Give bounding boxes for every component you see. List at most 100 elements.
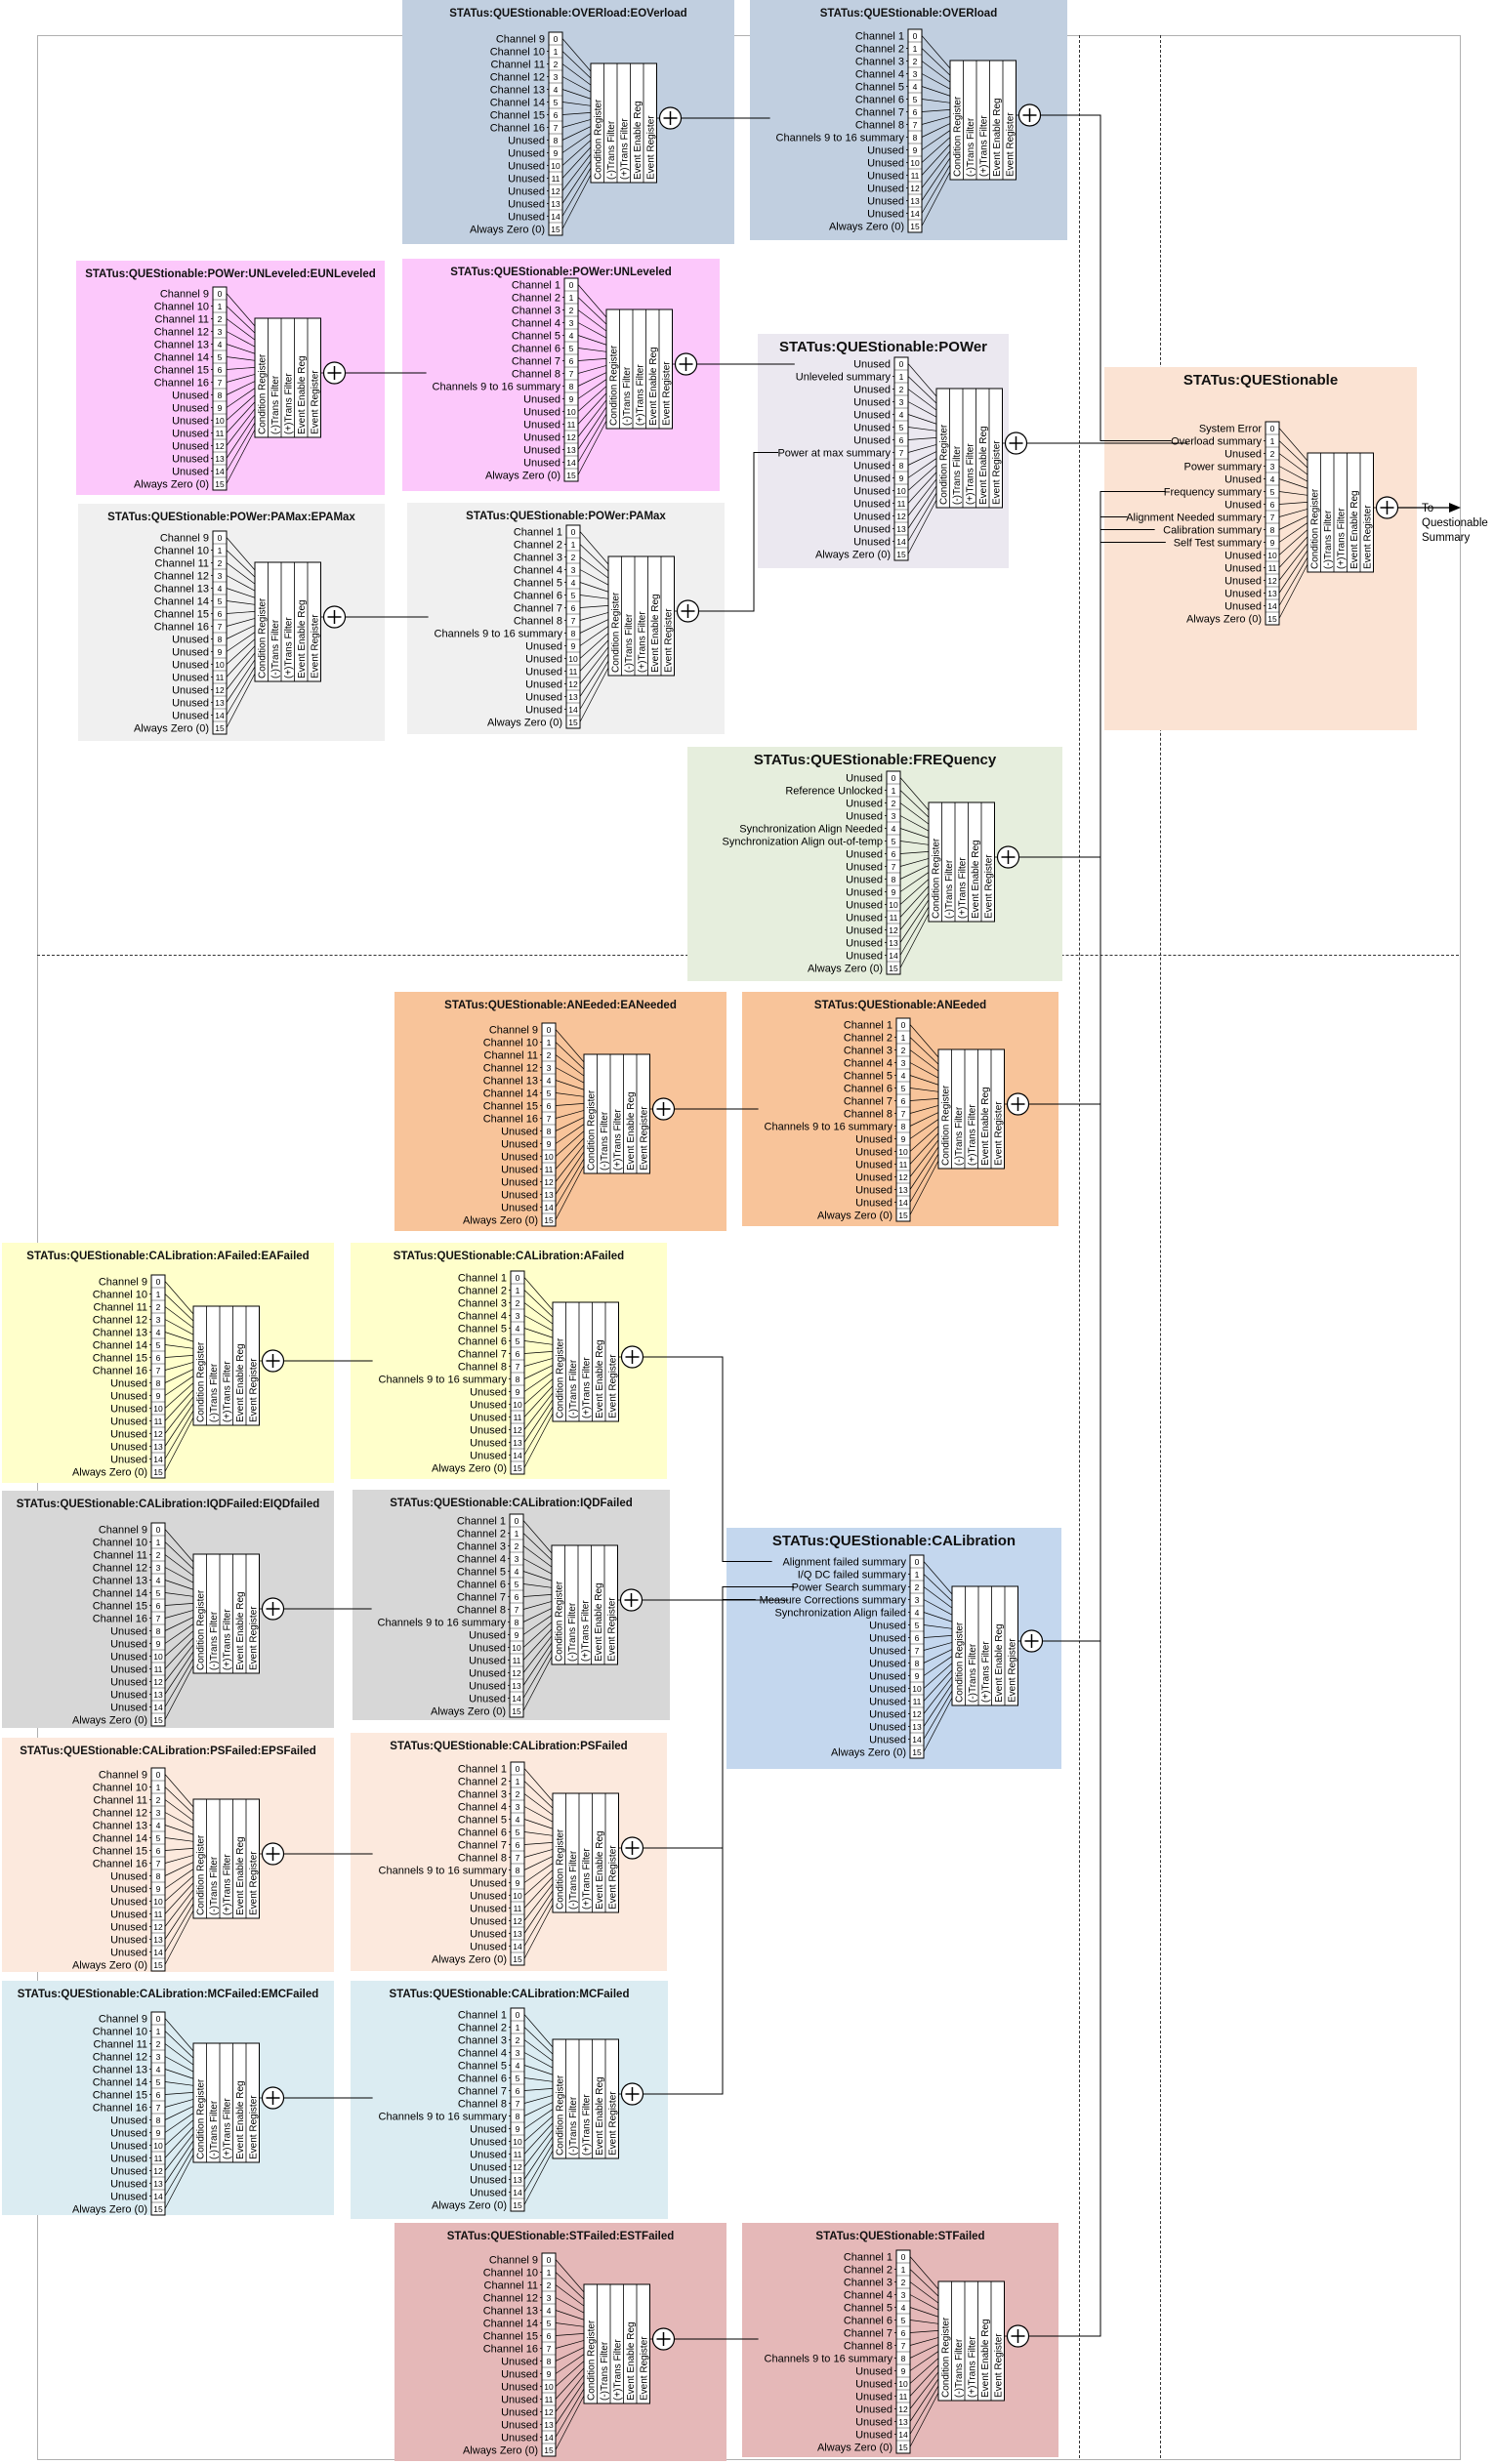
bit-number: 2 xyxy=(554,60,559,69)
bit-label: Power Search summary xyxy=(792,1582,907,1594)
bit-label: Unused xyxy=(110,2154,147,2165)
fan-line xyxy=(523,1863,554,1883)
bit-label: Channel 10 xyxy=(93,1783,147,1794)
bit-number: 2 xyxy=(516,1298,520,1308)
fan-line xyxy=(523,1406,554,1456)
bit-number: 12 xyxy=(153,2166,163,2176)
fan-line xyxy=(909,2337,939,2346)
bit-number: 10 xyxy=(544,1152,554,1162)
bit-number: 11 xyxy=(216,673,225,682)
fan-line xyxy=(1278,556,1308,606)
fan-line xyxy=(555,2310,585,2320)
bit-number: 8 xyxy=(901,1122,906,1131)
bit-number: 2 xyxy=(218,558,223,568)
bit-label: Unused xyxy=(469,1694,506,1705)
fan-line xyxy=(226,422,256,472)
output-label: Summary xyxy=(1422,532,1470,544)
register-column-label: (-)Trans Filter xyxy=(944,859,955,919)
fan-line xyxy=(555,1092,585,1097)
register-column-label: Event Register xyxy=(1005,112,1016,177)
bit-number: 8 xyxy=(899,461,904,471)
fan-line xyxy=(577,322,607,339)
fan-line xyxy=(921,123,951,138)
bit-label: System Error xyxy=(1199,424,1263,435)
fan-line xyxy=(555,1137,585,1170)
block-title: STATus:QUEStionable:STFailed xyxy=(815,2231,984,2242)
fan-line xyxy=(907,485,937,529)
bit-number: 7 xyxy=(516,1362,520,1372)
fan-line xyxy=(226,537,256,571)
fan-line xyxy=(164,1580,194,1590)
bit-number: 3 xyxy=(156,1315,161,1325)
panel-overload-ext xyxy=(402,0,734,244)
bit-label: Unused xyxy=(110,1442,147,1454)
fan-line xyxy=(561,63,592,86)
bit-number: 8 xyxy=(547,1127,552,1136)
bit-number: 11 xyxy=(154,1664,163,1674)
fan-line xyxy=(522,1615,553,1635)
bit-label: Channel 1 xyxy=(458,1764,507,1776)
bit-label: Channel 3 xyxy=(855,57,904,68)
bit-label: Channel 16 xyxy=(93,1614,147,1625)
fan-line xyxy=(523,1290,554,1318)
bit-label: Channel 15 xyxy=(154,365,209,377)
bit-number: 12 xyxy=(153,1922,163,1932)
bit-number: 9 xyxy=(547,2369,552,2379)
register-column-label: Event Register xyxy=(983,854,994,919)
fan-line xyxy=(909,1119,939,1139)
bit-label: Unused xyxy=(172,416,209,428)
bit-number: 8 xyxy=(156,2115,161,2125)
bit-number: 0 xyxy=(516,1764,520,1774)
fan-line xyxy=(523,2088,554,2091)
fan-line xyxy=(164,1903,194,1952)
bit-label: Unused xyxy=(110,2128,147,2140)
fan-line xyxy=(579,633,609,659)
bit-number: 10 xyxy=(898,2379,908,2389)
fan-line xyxy=(522,1583,553,1588)
panel-stfailed-ext xyxy=(394,2223,726,2461)
fan-line xyxy=(909,1139,939,1177)
fan-line xyxy=(899,828,930,839)
bit-number: 1 xyxy=(516,1777,520,1786)
bit-number: 13 xyxy=(910,196,920,206)
bit-number: 1 xyxy=(516,2023,520,2033)
panel-afailed xyxy=(351,1243,667,1479)
register-column-label: Condition Register xyxy=(555,1828,565,1910)
fan-line xyxy=(226,652,256,690)
bit-label: Channel 3 xyxy=(457,1541,506,1553)
bit-number: 2 xyxy=(156,1795,161,1805)
register-column-label: Event Enable Reg xyxy=(595,1339,605,1418)
register-column-label: (-)Trans Filter xyxy=(270,619,281,678)
bit-number: 5 xyxy=(571,591,576,600)
fan-line xyxy=(164,1837,194,1842)
bit-label: Channel 11 xyxy=(484,2280,538,2292)
fan-line xyxy=(164,1319,194,1335)
bit-number: 0 xyxy=(1270,424,1275,433)
fan-line xyxy=(164,1812,194,1828)
panel-psfailed xyxy=(351,1733,667,1971)
fan-line xyxy=(555,2297,585,2314)
bit-number: 1 xyxy=(156,1538,161,1547)
bit-number: 13 xyxy=(566,445,576,455)
register-column-label: Condition Register xyxy=(593,99,603,180)
bit-number: 15 xyxy=(215,723,225,733)
bit-label: Channel 13 xyxy=(483,2306,538,2318)
register-column-label: Event Enable Reg xyxy=(971,840,981,919)
bit-number: 4 xyxy=(516,1815,520,1825)
bit-number: 3 xyxy=(569,318,574,328)
fan-line xyxy=(907,458,937,478)
fan-line xyxy=(164,2113,194,2133)
bit-number: 5 xyxy=(554,98,559,107)
bit-number: 1 xyxy=(547,2268,552,2278)
bit-label: Channels 9 to 16 summary xyxy=(433,382,561,393)
bit-label: Channel 11 xyxy=(94,1795,147,1807)
bit-label: Channel 2 xyxy=(457,1529,506,1540)
fan-line xyxy=(164,1658,194,1707)
bit-number: 11 xyxy=(154,1417,163,1426)
bit-number: 14 xyxy=(512,1694,521,1704)
bit-label: Measure Corrections summary xyxy=(760,1595,907,1607)
fan-line xyxy=(523,1831,554,1836)
register-column-label: Event Register xyxy=(248,1851,259,1915)
bit-number: 3 xyxy=(901,2290,906,2300)
fan-line xyxy=(164,1799,194,1822)
